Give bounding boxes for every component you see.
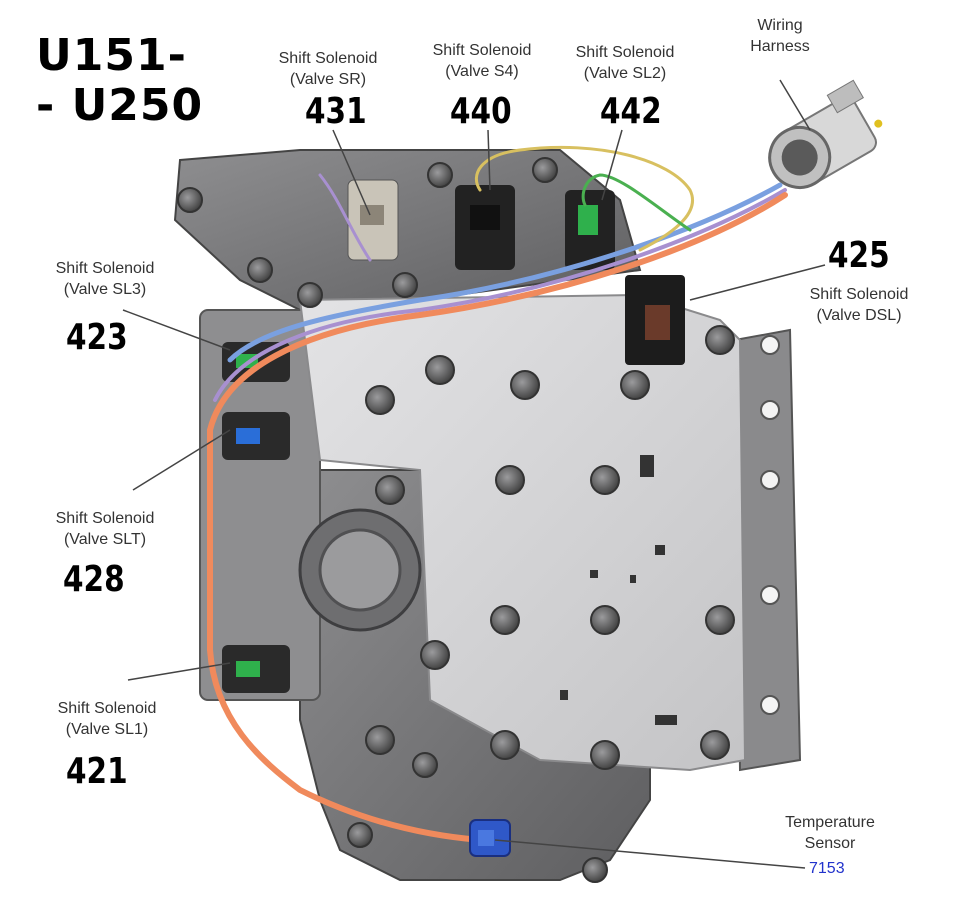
callout-sl3-label: Shift Solenoid (Valve SL3): [40, 258, 170, 300]
callout-slt-label: Shift Solenoid (Valve SLT): [40, 508, 170, 550]
callout-temp-number: 7153: [809, 860, 845, 877]
callout-sl2-label: Shift Solenoid (Valve SL2): [565, 42, 685, 84]
callout-dsl-number: 425: [828, 235, 890, 276]
callout-slt-line1: Shift Solenoid: [55, 510, 155, 527]
callout-sl3-line2: (Valve SL3): [63, 281, 147, 298]
callout-sr-line1: Shift Solenoid: [278, 50, 378, 67]
plate-bolts: [177, 157, 735, 883]
callout-s4-number: 440: [450, 91, 512, 132]
callout-harness-line1: Wiring: [757, 17, 803, 34]
upper-casting: [173, 149, 642, 312]
callout-temp-label: Temperature Sensor: [770, 812, 890, 854]
callout-dsl-line1: Shift Solenoid: [809, 286, 909, 303]
callout-harness-line2: Harness: [750, 38, 810, 55]
callout-slt-line2: (Valve SLT): [63, 531, 147, 548]
solenoid-s4: [455, 185, 515, 270]
model-title-line1: U151-: [36, 30, 187, 81]
callout-slt-number: 428: [63, 559, 125, 600]
harness-connector: [768, 79, 883, 189]
callout-sl1-label: Shift Solenoid (Valve SL1): [42, 698, 172, 740]
callout-sr-number: 431: [305, 91, 367, 132]
callout-sl3-line1: Shift Solenoid: [55, 260, 155, 277]
callout-sl1-line1: Shift Solenoid: [57, 700, 157, 717]
solenoid-slt: [222, 412, 290, 460]
separator-plate: [298, 293, 747, 772]
model-title-line2: - U250: [36, 80, 204, 131]
callout-sl3-number: 423: [66, 317, 128, 358]
callout-sl1-line2: (Valve SL1): [65, 721, 149, 738]
temperature-sensor: [469, 819, 511, 857]
callout-harness-label: Wiring Harness: [730, 15, 830, 57]
callout-sr-label: Shift Solenoid (Valve SR): [268, 48, 388, 90]
solenoid-sl2: [565, 190, 615, 270]
solenoid-sl1: [222, 645, 290, 693]
callout-dsl-line2: (Valve DSL): [816, 307, 902, 324]
callout-sl2-line2: (Valve SL2): [583, 65, 667, 82]
callout-sr-line2: (Valve SR): [289, 71, 367, 88]
callout-sl1-number: 421: [66, 751, 128, 792]
plate-slots: [560, 455, 677, 725]
accumulator-ring: [298, 508, 422, 632]
callout-sl2-number: 442: [600, 91, 662, 132]
callout-sl2-line1: Shift Solenoid: [575, 44, 675, 61]
wiring-bundle: [207, 145, 788, 843]
callout-dsl-label: Shift Solenoid (Valve DSL): [784, 284, 934, 326]
callout-s4-label: Shift Solenoid (Valve S4): [422, 40, 542, 82]
callout-temp-line2: Sensor: [804, 835, 856, 852]
callout-temp-line1: Temperature: [785, 814, 875, 831]
callout-s4-line1: Shift Solenoid: [432, 42, 532, 59]
gasket-holes: [760, 335, 780, 715]
leader-lines: [122, 79, 826, 869]
left-bracket: [199, 309, 321, 701]
solenoid-dsl: [625, 275, 685, 365]
callout-s4-line2: (Valve S4): [445, 63, 519, 80]
solenoid-sr: [347, 179, 399, 261]
